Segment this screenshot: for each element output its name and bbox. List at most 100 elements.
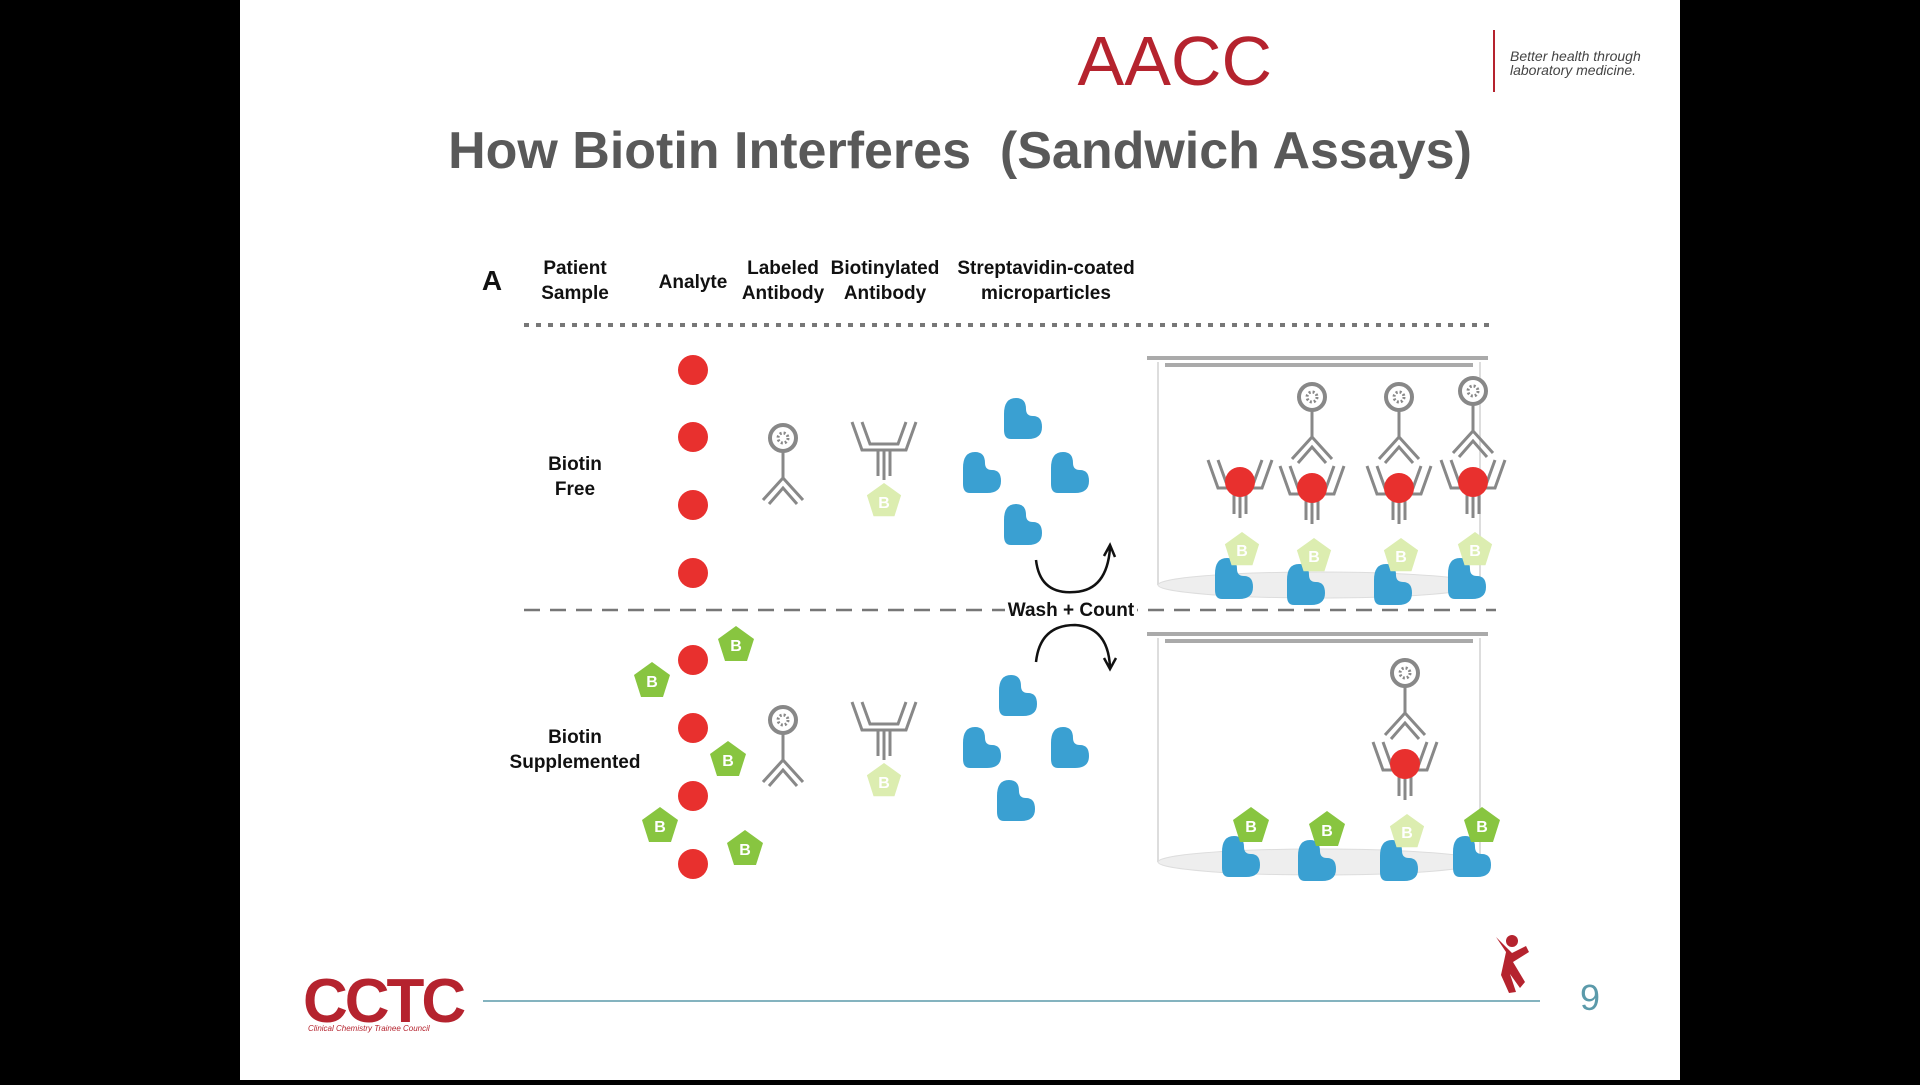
sandwich-complex: B (1365, 382, 1433, 605)
running-figure-icon (1496, 935, 1529, 993)
slide-canvas: AACC Better health through laboratory me… (303, 22, 1641, 1036)
streptavidin-icon (999, 675, 1037, 716)
row-free-label-1: Biotin (548, 454, 602, 475)
labeled-antibody-icon (761, 423, 805, 506)
row-labels: Biotin Free Biotin Supplemented (510, 454, 641, 773)
sandwich-complex: B (1222, 807, 1269, 877)
sandwich-complex: B (1371, 658, 1439, 881)
streptavidin-icon (1298, 840, 1336, 881)
sandwich-complex: B (1278, 382, 1346, 605)
sandwich-complex: B (1298, 811, 1345, 881)
svg-text:B: B (1321, 823, 1333, 840)
svg-text:B: B (1308, 549, 1320, 566)
analyte-dot (678, 781, 708, 811)
streptavidin-icon (1004, 398, 1042, 439)
svg-text:B: B (654, 819, 666, 836)
svg-text:B: B (646, 674, 658, 691)
free-biotin-molecules: B B B B B (634, 626, 763, 865)
analyte-dot (678, 490, 708, 520)
biotin-letter: B (878, 495, 890, 512)
free-biotin-icon: B (642, 807, 678, 842)
header-patient-sample-2: Sample (541, 283, 609, 304)
svg-text:B: B (730, 638, 742, 655)
streptavidin-icon (1222, 836, 1260, 877)
header-strep-1: Streptavidin-coated (957, 258, 1134, 279)
streptavidin-particles-free (963, 398, 1089, 545)
biotinylated-antibody-supp: B (850, 700, 918, 797)
bound-biotin-icon: B (1296, 537, 1332, 572)
streptavidin-particles-supp (963, 675, 1089, 821)
streptavidin-icon (997, 780, 1035, 821)
svg-text:B: B (1245, 819, 1257, 836)
sandwich-complex: B (1206, 458, 1274, 599)
streptavidin-icon (1453, 836, 1491, 877)
analyte-dot (1458, 467, 1488, 497)
arrowhead-icon (1102, 542, 1117, 558)
cctc-logo-text: CCTC (303, 967, 465, 1036)
row-supp-label-1: Biotin (548, 727, 602, 748)
column-headers: A Patient Sample Analyte Labeled Antibod… (482, 258, 1135, 304)
svg-text:B: B (722, 753, 734, 770)
cctc-logo: CCTC Clinical Chemistry Trainee Council (303, 967, 468, 1036)
sandwich-complex: B (1439, 376, 1507, 599)
svg-text:B: B (739, 842, 751, 859)
free-biotin-icon: B (1464, 807, 1500, 842)
svg-text:B: B (1236, 543, 1248, 560)
wash-label-bg (1005, 595, 1137, 623)
aacc-logo: AACC Better health through laboratory me… (1078, 22, 1641, 100)
svg-text:B: B (1395, 549, 1407, 566)
header-labeled-2: Antibody (742, 283, 825, 304)
labeled-antibody-icon (1290, 382, 1334, 465)
analyte-column-free (678, 355, 708, 588)
capture-antibody-icon (850, 420, 918, 482)
header-analyte: Analyte (659, 272, 728, 293)
free-biotin-icon: B (1233, 807, 1269, 842)
wash-count-label: Wash + Count (1008, 600, 1135, 621)
analyte-dot (678, 645, 708, 675)
streptavidin-icon (1051, 452, 1089, 493)
streptavidin-icon (1051, 727, 1089, 768)
slide: AACC Better health through laboratory me… (240, 0, 1680, 1080)
analyte-dot (678, 713, 708, 743)
bound-biotin-icon: B (1383, 537, 1419, 572)
labeled-antibody-icon (761, 705, 805, 788)
tagline-line1: Better health through (1510, 48, 1641, 64)
sandwich-complex: B (1453, 807, 1500, 877)
bound-biotin-icon: B (1457, 531, 1493, 566)
capture-antibody-icon (850, 700, 918, 762)
free-biotin-icon: B (1309, 811, 1345, 846)
biotinylated-antibody-free: B (850, 420, 918, 517)
free-biotin-icon: B (727, 830, 763, 865)
panel-label: A (482, 265, 502, 296)
streptavidin-icon (963, 727, 1001, 768)
analyte-dot (678, 422, 708, 452)
slide-title: How Biotin Interferes (Sandwich Assays) (448, 122, 1472, 180)
analyte-dot (678, 558, 708, 588)
header-patient-sample-1: Patient (543, 258, 607, 279)
analyte-dot (678, 849, 708, 879)
labeled-antibody-icon (1383, 658, 1427, 741)
analyte-dot (1225, 467, 1255, 497)
biotin-letter: B (878, 775, 890, 792)
arrowhead-icon (1102, 657, 1118, 672)
arrow-up-icon (1034, 547, 1112, 594)
header-strep-2: microparticles (981, 283, 1111, 304)
streptavidin-icon (963, 452, 1001, 493)
sandwich-complexes: B B B B B B B B (1206, 376, 1507, 881)
header-labeled-1: Labeled (747, 258, 819, 279)
wash-arrows (1034, 542, 1118, 672)
cctc-logo-subtext: Clinical Chemistry Trainee Council (308, 1024, 430, 1033)
row-free-label-2: Free (555, 479, 595, 500)
svg-text:B: B (1469, 543, 1481, 560)
aacc-logo-text: AACC (1078, 22, 1272, 100)
free-biotin-icon: B (634, 662, 670, 697)
header-biotinylated-2: Antibody (844, 283, 927, 304)
streptavidin-icon (1004, 504, 1042, 545)
free-biotin-icon: B (718, 626, 754, 661)
arrow-down-icon (1034, 623, 1112, 668)
header-biotinylated-1: Biotinylated (831, 258, 940, 279)
analyte-column-supp (678, 645, 708, 879)
bound-biotin-icon: B (1224, 531, 1260, 566)
bound-biotin-icon: B (1389, 813, 1425, 848)
free-biotin-icon: B (710, 741, 746, 776)
